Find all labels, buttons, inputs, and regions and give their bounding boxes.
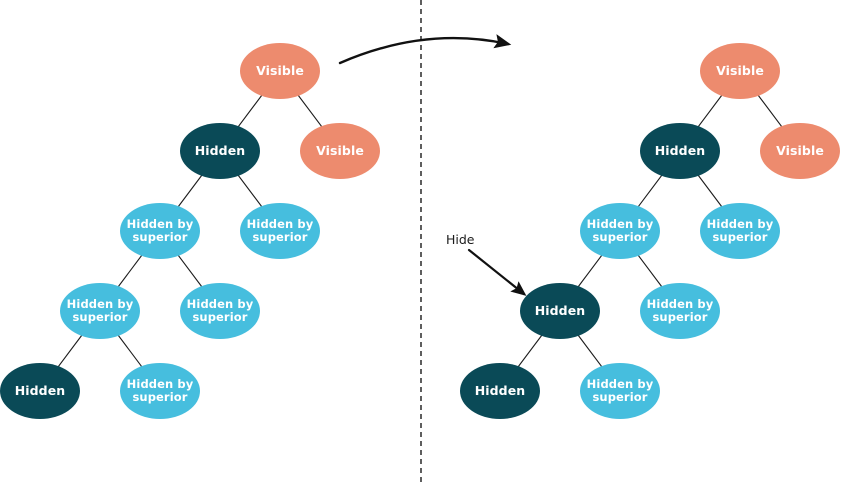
node-hidden-by-superior-level3-right[interactable]: Hidden by superior <box>240 203 320 259</box>
node-hidden-level2[interactable]: Hidden <box>180 123 260 179</box>
node-hidden-level4-left[interactable]: Hidden <box>520 283 600 339</box>
node-hidden-by-superior-level3-left[interactable]: Hidden by superior <box>580 203 660 259</box>
node-label: Hidden <box>474 383 526 398</box>
node-hidden-by-superior-level4-right[interactable]: Hidden by superior <box>640 283 720 339</box>
node-label: Hidden by superior <box>126 377 194 404</box>
transition-curved-arrow <box>338 34 512 65</box>
node-hidden-by-superior-level3-left[interactable]: Hidden by superior <box>120 203 200 259</box>
node-visible-level2[interactable]: Visible <box>300 123 380 179</box>
node-label: Hidden by superior <box>186 297 254 324</box>
annotation-arrows <box>338 34 527 296</box>
node-hidden-by-superior-level3-right[interactable]: Hidden by superior <box>700 203 780 259</box>
hide-action-label: Hide <box>446 232 475 247</box>
node-hidden-by-superior-level4-right[interactable]: Hidden by superior <box>180 283 260 339</box>
node-label: Hidden by superior <box>66 297 134 324</box>
node-label: Visible <box>716 63 764 78</box>
node-label: Hidden <box>14 383 66 398</box>
node-label: Hidden by superior <box>646 297 714 324</box>
node-label: Hidden by superior <box>126 217 194 244</box>
node-label: Visible <box>316 143 364 158</box>
node-label: Hidden <box>534 303 586 318</box>
node-hidden-level5[interactable]: Hidden <box>460 363 540 419</box>
node-hidden-by-superior-level5[interactable]: Hidden by superior <box>580 363 660 419</box>
node-label: Hidden <box>194 143 246 158</box>
hide-callout-arrow <box>467 248 527 296</box>
node-label: Hidden by superior <box>586 217 654 244</box>
node-hidden-by-superior-level4-left[interactable]: Hidden by superior <box>60 283 140 339</box>
node-visible-root[interactable]: Visible <box>240 43 320 99</box>
node-visible-level2[interactable]: Visible <box>760 123 840 179</box>
node-hidden-by-superior-level5[interactable]: Hidden by superior <box>120 363 200 419</box>
node-label: Hidden by superior <box>586 377 654 404</box>
node-hidden-level5[interactable]: Hidden <box>0 363 80 419</box>
node-label: Hidden <box>654 143 706 158</box>
node-label: Visible <box>776 143 824 158</box>
node-hidden-level2[interactable]: Hidden <box>640 123 720 179</box>
node-label: Hidden by superior <box>706 217 774 244</box>
node-label: Visible <box>256 63 304 78</box>
node-label: Hidden by superior <box>246 217 314 244</box>
node-visible-root[interactable]: Visible <box>700 43 780 99</box>
